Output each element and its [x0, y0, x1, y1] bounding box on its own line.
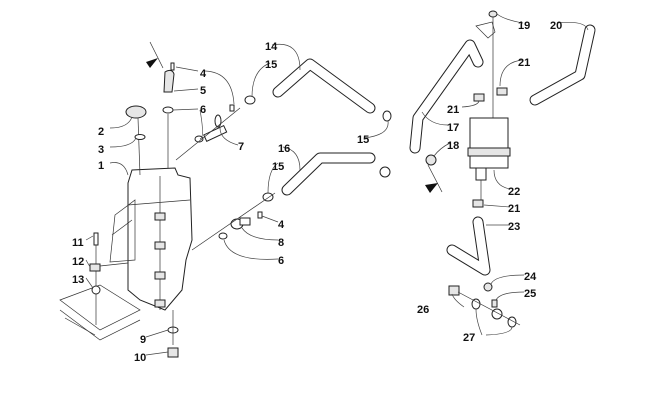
arrow-icon — [425, 183, 438, 193]
callout-8: 8 — [278, 237, 284, 249]
callout-13: 13 — [72, 274, 84, 286]
hose-fitting — [191, 192, 276, 251]
hose-fitting — [175, 104, 241, 161]
callout-3: 3 — [98, 144, 104, 156]
callout-labels: 1 2 3 4 5 6 7 14 15 15 16 15 4 8 6 11 12… — [72, 20, 562, 364]
callout-4: 4 — [200, 68, 207, 80]
o-ring — [162, 106, 174, 114]
callout-10: 10 — [134, 352, 146, 364]
callout-15: 15 — [272, 161, 284, 173]
arrow-icon — [146, 58, 158, 68]
callout-22: 22 — [508, 186, 520, 198]
hose-clamp — [244, 95, 256, 105]
hose-clamp — [382, 110, 392, 122]
nut — [91, 285, 101, 295]
dipstick-cap — [125, 105, 147, 176]
callout-21: 21 — [518, 57, 530, 69]
leader-lines — [85, 13, 589, 356]
callout-27: 27 — [463, 332, 475, 344]
washer — [471, 298, 481, 310]
callout-21: 21 — [508, 203, 520, 215]
drain-plug — [167, 347, 179, 358]
grommet — [496, 87, 508, 96]
callout-5: 5 — [200, 85, 206, 97]
callout-24: 24 — [524, 271, 537, 283]
vent-elbow — [163, 69, 175, 93]
callout-15: 15 — [357, 134, 369, 146]
callout-17: 17 — [447, 122, 459, 134]
callout-15: 15 — [265, 59, 277, 71]
callout-6: 6 — [278, 255, 284, 267]
tank-clip — [154, 299, 166, 308]
catch-tank-assembly — [409, 10, 596, 328]
banjo-bolt — [448, 285, 460, 296]
callout-23: 23 — [508, 221, 520, 233]
hose-clamp — [425, 154, 437, 166]
callout-4: 4 — [278, 219, 285, 231]
callout-14: 14 — [265, 41, 278, 53]
callout-12: 12 — [72, 256, 84, 268]
hose-clamp — [379, 166, 391, 178]
callout-16: 16 — [278, 143, 290, 155]
clip — [89, 263, 101, 272]
callout-25: 25 — [524, 288, 536, 300]
oil-tank-assembly — [59, 41, 392, 358]
catch-tank-band — [467, 147, 511, 157]
tank-clip — [154, 212, 166, 221]
callout-26: 26 — [417, 304, 429, 316]
grommet — [473, 93, 485, 102]
tank-clip — [154, 271, 166, 280]
callout-2: 2 — [98, 126, 104, 138]
nut — [488, 10, 498, 18]
fitting — [491, 299, 498, 308]
callout-1: 1 — [98, 160, 104, 172]
callout-20: 20 — [550, 20, 562, 32]
screw — [170, 62, 175, 71]
o-ring — [134, 134, 146, 140]
callout-21: 21 — [447, 104, 459, 116]
callout-11: 11 — [72, 237, 84, 249]
callout-19: 19 — [518, 20, 530, 32]
callout-9: 9 — [140, 334, 146, 346]
catch-tank — [469, 117, 509, 169]
tank-clip — [154, 241, 166, 250]
mounting-bracket — [59, 284, 141, 341]
nut — [483, 282, 493, 292]
callout-6: 6 — [200, 104, 206, 116]
callout-18: 18 — [447, 140, 459, 152]
callout-7: 7 — [238, 141, 244, 153]
bolt — [93, 232, 99, 246]
grommet — [472, 199, 484, 208]
